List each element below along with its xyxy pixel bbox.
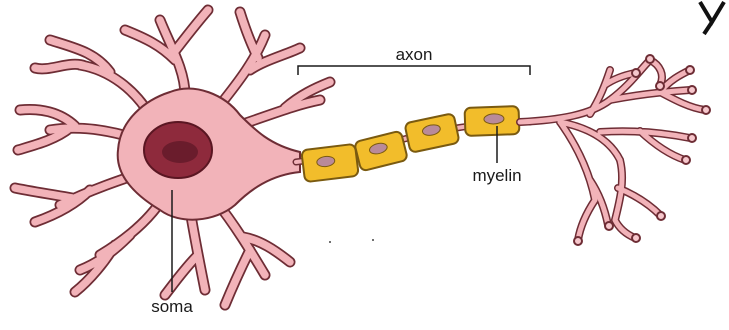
soma-label: soma [151, 297, 193, 316]
axon-bracket [298, 66, 530, 75]
axon-terminals [520, 60, 705, 240]
speck [372, 239, 374, 241]
myelin-sheath [354, 131, 408, 172]
myelin-sheath [465, 106, 520, 136]
synaptic-knobs [574, 55, 710, 245]
nucleolus [162, 141, 198, 163]
myelin-label: myelin [472, 166, 521, 185]
speck [329, 241, 331, 243]
myelin-sheath [404, 113, 459, 153]
cropped-letter-fragment [700, 2, 724, 34]
myelin-sheath [301, 144, 358, 182]
axon-label: axon [396, 45, 433, 64]
